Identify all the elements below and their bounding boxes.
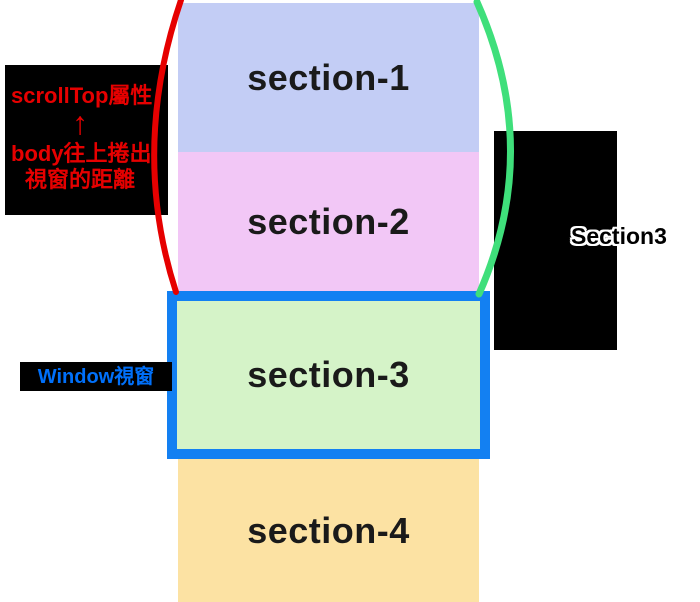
- scrolltop-callout-desc-line1: body往上捲出: [11, 141, 152, 166]
- section-2-block: section-2: [178, 152, 479, 291]
- scrolltop-callout-box: scrollTop屬性 ↑ body往上捲出 視窗的距離: [5, 65, 168, 215]
- window-viewport-label-bar: Window視窗: [20, 362, 172, 391]
- section-4-label: section-4: [247, 509, 410, 551]
- window-viewport-frame: section-3: [167, 291, 490, 459]
- section-3-label: section-3: [247, 354, 410, 395]
- section-2-label: section-2: [247, 200, 410, 242]
- up-arrow-icon: ↑: [72, 105, 88, 141]
- section-1-label: section-1: [247, 56, 410, 98]
- section-4-block: section-4: [178, 459, 479, 602]
- section-position-label: Section3: [571, 223, 667, 249]
- scrolltop-callout-desc-line2: 視窗的距離: [25, 167, 136, 192]
- section-position-box: [494, 131, 617, 350]
- scrolltop-callout-title: scrollTop屬性: [11, 83, 153, 108]
- window-viewport-label: Window視窗: [37, 365, 155, 388]
- section-1-block: section-1: [178, 3, 479, 152]
